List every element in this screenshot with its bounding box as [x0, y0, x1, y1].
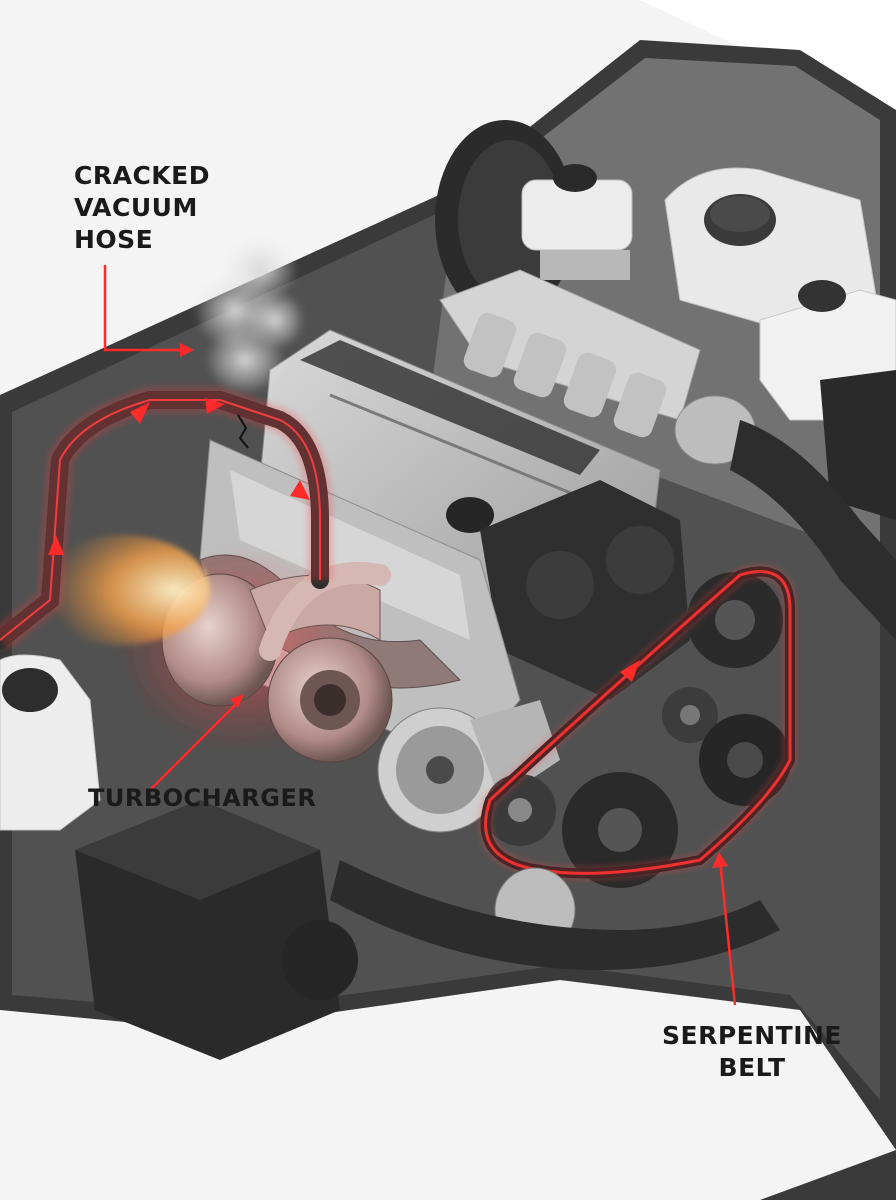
- grille-corner: [760, 1150, 896, 1200]
- callout-line: SERPENTINE: [662, 1021, 843, 1050]
- hose-crack: [237, 414, 249, 449]
- callout-line: TURBOCHARGER: [88, 784, 317, 812]
- callout-line: HOSE: [74, 225, 154, 254]
- steam-plume: [193, 236, 305, 394]
- intake-manifold: [439, 269, 701, 438]
- lower-radiator-hose: [330, 860, 780, 970]
- intake-hose: [730, 420, 896, 640]
- turbo-leader: [149, 699, 241, 791]
- callout-serpentine-belt: SERPENTINE BELT: [662, 1020, 842, 1084]
- exhaust-flame: [30, 535, 210, 645]
- callout-line: BELT: [718, 1053, 786, 1082]
- callout-line: VACUUM: [74, 193, 198, 222]
- hose-leader: [103, 265, 185, 352]
- oil-cap: [446, 497, 494, 533]
- vacuum-hose-highlight: [0, 399, 321, 641]
- leader-arrowheads: [180, 343, 728, 868]
- flow-arrows: [48, 398, 640, 682]
- callout-cracked-vacuum-hose: CRACKED VACUUM HOSE: [74, 160, 210, 256]
- callout-line: CRACKED: [74, 161, 210, 190]
- callout-turbocharger: TURBOCHARGER: [88, 782, 316, 814]
- battery-right: [820, 370, 896, 520]
- fuse-box: [75, 800, 358, 1060]
- leader-lines: [103, 265, 737, 1006]
- alternator: [377, 700, 560, 833]
- belt-leader: [718, 859, 737, 1006]
